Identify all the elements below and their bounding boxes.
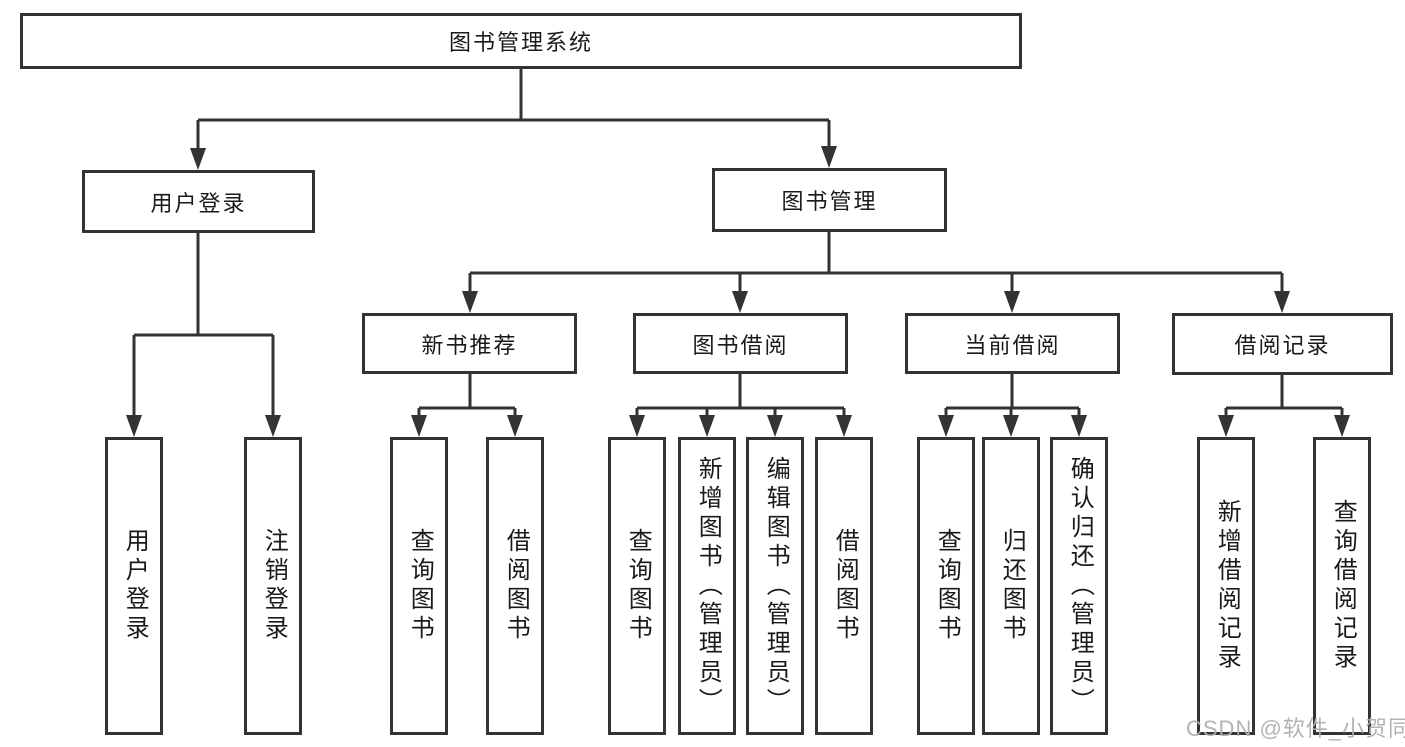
arrow-down-icon <box>767 415 783 437</box>
arrow-down-icon <box>462 291 478 313</box>
connector-borrow-records-to-leaves <box>1218 374 1350 437</box>
leaf-cb-return-books: 归还图书 <box>982 437 1040 735</box>
leaf-br-add-borrow-record: 新增借阅记录 <box>1197 437 1255 735</box>
leaf-nbr-query-books: 查询图书 <box>390 437 448 735</box>
arrow-down-icon <box>1071 415 1087 437</box>
leaf-bb-query-books: 查询图书 <box>608 437 666 735</box>
connector-current-borrowing-to-leaves <box>938 374 1087 437</box>
connector-line <box>196 69 831 152</box>
node-user-login-branch: 用户登录 <box>82 170 315 233</box>
arrow-down-icon <box>411 415 427 437</box>
leaf-bb-borrow-books: 借阅图书 <box>815 437 873 735</box>
connector-line <box>1224 374 1344 417</box>
arrow-down-icon <box>190 148 206 170</box>
connector-book-borrowing-to-leaves <box>629 374 852 437</box>
node-borrow-records: 借阅记录 <box>1172 313 1393 375</box>
arrow-down-icon <box>699 415 715 437</box>
leaf-nbr-borrow-books: 借阅图书 <box>486 437 544 735</box>
arrow-down-icon <box>126 415 142 437</box>
arrow-down-icon <box>265 415 281 437</box>
node-book-management-branch: 图书管理 <box>712 168 947 232</box>
leaf-bb-add-book-admin: 新增图书（管理员） <box>678 437 736 735</box>
node-book-borrowing: 图书借阅 <box>633 313 848 374</box>
arrow-down-icon <box>1274 291 1290 313</box>
connector-line <box>944 374 1081 417</box>
arrow-down-icon <box>1218 415 1234 437</box>
leaf-bb-edit-book-admin: 编辑图书（管理员） <box>746 437 804 735</box>
leaf-cb-confirm-return-admin: 确认归还（管理员） <box>1050 437 1108 735</box>
connector-user-login-to-leaves <box>126 233 281 437</box>
connector-new-book-recommendation-to-leaves <box>411 374 523 437</box>
arrow-down-icon <box>629 415 645 437</box>
arrow-down-icon <box>732 291 748 313</box>
leaf-user-login: 用户登录 <box>105 437 163 735</box>
arrow-down-icon <box>1003 415 1019 437</box>
connector-book-management-to-sections <box>462 232 1290 313</box>
node-new-book-recommendation: 新书推荐 <box>362 313 577 374</box>
connector-line <box>132 233 275 417</box>
csdn-watermark: CSDN @软件_小贺同学 <box>1186 716 1405 741</box>
arrow-down-icon <box>1334 415 1350 437</box>
connector-line <box>468 232 1284 293</box>
connector-root-to-branches <box>190 69 837 170</box>
leaf-cb-query-books: 查询图书 <box>917 437 975 735</box>
node-library-management-system: 图书管理系统 <box>20 13 1022 69</box>
arrow-down-icon <box>1004 291 1020 313</box>
connector-line <box>635 374 846 417</box>
arrow-down-icon <box>507 415 523 437</box>
arrow-down-icon <box>836 415 852 437</box>
arrow-down-icon <box>938 415 954 437</box>
node-current-borrowing: 当前借阅 <box>905 313 1120 374</box>
arrow-down-icon <box>821 146 837 168</box>
connector-line <box>417 374 517 417</box>
leaf-logout: 注销登录 <box>244 437 302 735</box>
leaf-br-query-borrow-record: 查询借阅记录 <box>1313 437 1371 735</box>
